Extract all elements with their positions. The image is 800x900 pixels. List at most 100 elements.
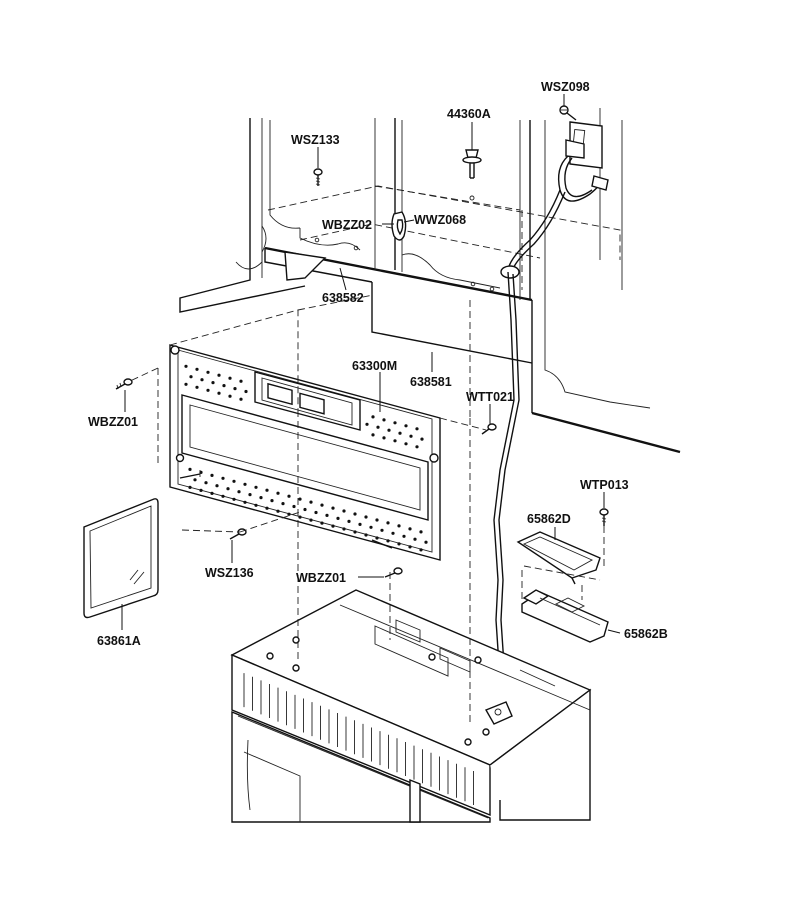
vent-dot [342, 527, 346, 531]
label-65862d: 65862D [527, 512, 571, 526]
vent-dot [331, 506, 335, 510]
vent-dot [276, 491, 280, 495]
vent-dot [195, 367, 199, 371]
alignment-lines [127, 294, 605, 725]
vent-dot [221, 476, 225, 480]
vent-dot [226, 487, 230, 491]
vent-dot [420, 437, 424, 441]
label-65862b: 65862B [624, 627, 668, 641]
screw-wtt021 [481, 423, 497, 435]
vent-dot [331, 524, 335, 528]
vent-dot [364, 515, 368, 519]
label-44360a: 44360A [447, 107, 491, 121]
label-63861a: 63861A [97, 634, 141, 648]
filter-cover-65862d [516, 531, 601, 585]
vent-dot [232, 497, 236, 501]
vent-dot [188, 485, 192, 489]
vent-dot [239, 397, 243, 401]
vent-dot [393, 421, 397, 425]
vent-dot [222, 384, 226, 388]
vent-dot [287, 494, 291, 498]
vent-dot [221, 494, 225, 498]
vent-dot [298, 497, 302, 501]
bolt-44360a [462, 149, 482, 201]
vent-dot [402, 534, 406, 538]
label-wbzz01-bottom: WBZZ01 [296, 571, 346, 585]
vent-dot [200, 378, 204, 382]
vent-dot [380, 528, 384, 532]
screw-wsz133 [313, 168, 323, 186]
vent-dot [325, 513, 329, 518]
vent-dot [232, 479, 236, 483]
vent-dot [415, 445, 419, 449]
vent-dot [364, 533, 368, 537]
clip-wbzz02 [391, 211, 407, 241]
label-wbzz02: WBZZ02 [322, 218, 372, 232]
vent-dot [217, 391, 221, 395]
vent-dot [184, 364, 188, 368]
vent-dot [413, 537, 417, 541]
screw-wsz098 [559, 105, 577, 121]
vent-dot [265, 506, 269, 510]
vent-dot [254, 485, 258, 489]
vent-dot [210, 473, 214, 477]
leader-lines [121, 94, 621, 634]
label-63300m: 63300M [352, 359, 397, 373]
vent-dot [371, 415, 375, 419]
vent-dot [375, 518, 379, 522]
label-wsz098: WSZ098 [541, 80, 590, 94]
vent-dot [375, 536, 379, 540]
vent-dot [387, 428, 391, 432]
vent-dot [244, 389, 248, 394]
vent-dot [281, 502, 285, 506]
vent-dot [342, 509, 346, 513]
vent-dot [358, 522, 362, 527]
screw-wbzz01-left [115, 378, 133, 390]
vent-dot [386, 539, 390, 543]
vent-dot [382, 436, 386, 440]
vent-dot [371, 433, 375, 437]
vent-dot [382, 418, 386, 422]
vent-dot [206, 388, 210, 392]
vent-dot [393, 439, 397, 443]
vent-dot [408, 527, 412, 531]
vent-dot [243, 482, 247, 486]
vent-dot [365, 422, 369, 426]
vent-dot [314, 510, 318, 515]
screw-wtp013 [599, 508, 609, 526]
vent-dot [391, 531, 395, 535]
vent-dot [419, 530, 423, 534]
vent-dot [353, 512, 357, 516]
vent-dot [369, 525, 373, 529]
filter-panel-63861a [83, 498, 159, 619]
vent-dot [211, 381, 215, 385]
vent-dot [376, 425, 380, 429]
vent-dot [419, 548, 423, 552]
label-wsz133: WSZ133 [291, 133, 340, 147]
vent-dot [259, 496, 263, 500]
vent-grille [243, 673, 474, 805]
vent-dot [248, 493, 252, 497]
label-638582: 638582 [322, 291, 364, 305]
vent-dot [254, 503, 258, 507]
vent-dot [237, 490, 241, 494]
vent-dot [292, 504, 296, 509]
vent-dot [228, 376, 232, 380]
vent-dot [347, 519, 351, 524]
vent-dot [193, 478, 197, 482]
label-638581: 638581 [410, 375, 452, 389]
label-wbzz01-left: WBZZ01 [88, 415, 138, 429]
vent-dot [184, 382, 188, 386]
vent-dot [243, 500, 247, 504]
vent-dot [217, 373, 221, 377]
vent-dot [309, 518, 313, 522]
vent-dot [320, 503, 324, 507]
vent-dot [397, 542, 401, 546]
vent-dot [424, 540, 428, 544]
vent-dot [397, 524, 401, 528]
screw-wbzz01-bottom [384, 567, 403, 578]
label-wtt021: WTT021 [466, 390, 514, 404]
part-labels: WSZ098 44360A WSZ133 WBZZ02 WWZ068 63858… [88, 80, 668, 648]
vent-dot [233, 387, 237, 391]
label-wwz068: WWZ068 [414, 213, 466, 227]
